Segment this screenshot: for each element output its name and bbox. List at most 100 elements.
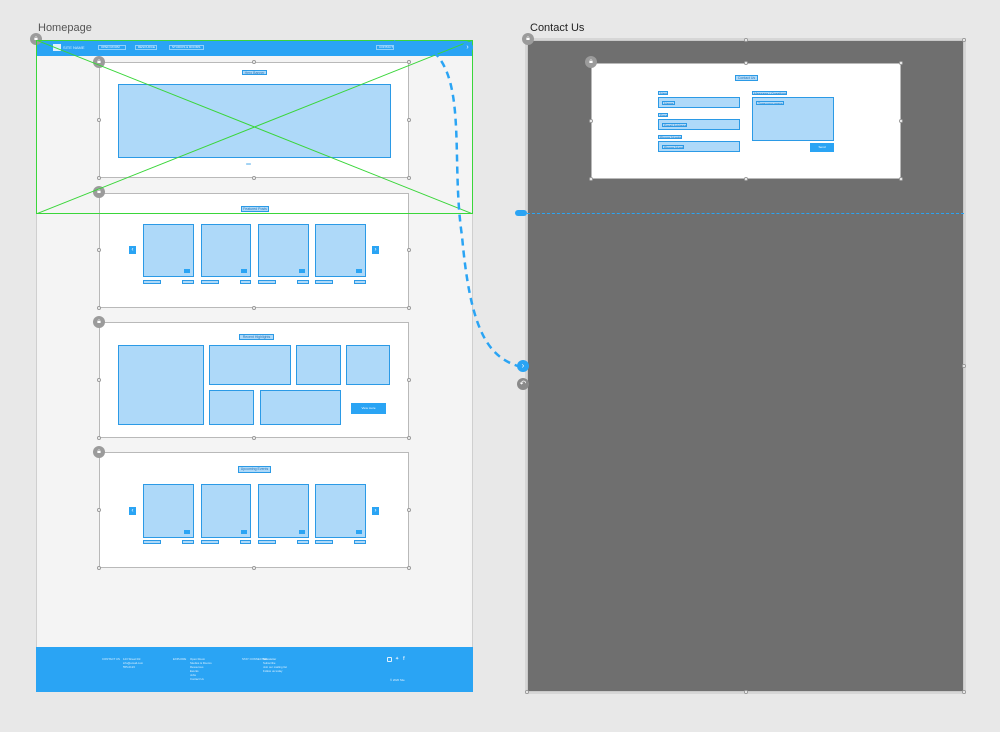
homepage-artboard-title[interactable]: Homepage	[38, 22, 92, 34]
nav-link-studios[interactable]: STUDIOS & ROOMS	[169, 45, 204, 50]
resize-handle[interactable]	[97, 118, 101, 122]
back-arrow-icon[interactable]: ↶	[517, 378, 529, 390]
hero-section[interactable]: Hero Banner •••••	[99, 62, 409, 178]
arrow-right-icon[interactable]: ›	[372, 246, 379, 254]
card-image-placeholder[interactable]	[143, 484, 194, 538]
card-image-placeholder[interactable]	[315, 484, 366, 538]
nav-link-contact[interactable]: CONTACT	[376, 45, 394, 50]
footer-link[interactable]: Jobs	[190, 673, 196, 677]
resize-handle[interactable]	[407, 566, 411, 570]
nav-link-resource[interactable]: RESOURCE	[135, 45, 157, 50]
resize-handle[interactable]	[252, 60, 256, 64]
grid-image-placeholder[interactable]	[209, 390, 254, 425]
resize-handle[interactable]	[407, 248, 411, 252]
resize-handle[interactable]	[407, 378, 411, 382]
resize-handle[interactable]	[899, 119, 903, 123]
card-image-placeholder[interactable]	[315, 224, 366, 277]
resize-handle[interactable]	[407, 176, 411, 180]
resize-handle[interactable]	[97, 566, 101, 570]
resize-handle[interactable]	[899, 61, 903, 65]
link-source-icon[interactable]: ›	[462, 42, 473, 53]
resize-handle[interactable]	[525, 690, 529, 694]
resize-handle[interactable]	[744, 61, 748, 65]
resize-handle[interactable]	[252, 436, 256, 440]
card-image-placeholder[interactable]	[201, 484, 251, 538]
view-more-button[interactable]: View more	[351, 403, 386, 414]
chevron-right-icon[interactable]: ›	[517, 360, 529, 372]
resize-handle[interactable]	[252, 566, 256, 570]
grid-image-placeholder[interactable]	[346, 345, 390, 385]
lock-icon[interactable]: 🔒︎	[93, 56, 105, 68]
arrow-left-icon[interactable]: ‹	[129, 507, 136, 515]
contact-artboard-title[interactable]: Contact Us	[530, 22, 585, 34]
card-image-placeholder[interactable]	[258, 484, 309, 538]
grid-image-placeholder[interactable]	[260, 390, 341, 425]
arrow-right-icon[interactable]: ›	[372, 507, 379, 515]
viewport-height-handle[interactable]	[515, 210, 527, 216]
footer-link[interactable]: Contact Us	[190, 677, 204, 681]
fixed-region-overlay[interactable]	[36, 40, 473, 214]
resize-handle[interactable]	[407, 60, 411, 64]
resize-handle[interactable]	[962, 690, 966, 694]
card-image-placeholder[interactable]	[143, 224, 194, 277]
resize-handle[interactable]	[962, 38, 966, 42]
footer-link[interactable]: Studios & Rooms	[190, 661, 212, 665]
resize-handle[interactable]	[407, 436, 411, 440]
resize-handle[interactable]	[97, 436, 101, 440]
resize-handle[interactable]	[407, 306, 411, 310]
lock-icon[interactable]: 🔒︎	[522, 33, 534, 45]
email-input[interactable]: Email Address	[658, 119, 740, 130]
resize-handle[interactable]	[899, 177, 903, 181]
footer-link[interactable]: Follow us today	[263, 669, 283, 673]
grid-image-placeholder[interactable]	[296, 345, 341, 385]
carousel-dots[interactable]: •••••	[246, 161, 251, 166]
lock-icon[interactable]: 🔒︎	[93, 316, 105, 328]
card-image-placeholder[interactable]	[258, 224, 309, 277]
lock-icon[interactable]: 🔒︎	[93, 446, 105, 458]
send-button[interactable]: Send	[810, 143, 834, 152]
events-section[interactable]: Upcoming Events ‹ ›	[99, 452, 409, 568]
footer-link[interactable]: Subscribe	[263, 661, 276, 665]
resize-handle[interactable]	[252, 176, 256, 180]
grid-image-placeholder[interactable]	[118, 345, 204, 425]
footer-link[interactable]: Join our mailing list	[263, 665, 287, 669]
instagram-icon[interactable]	[387, 657, 392, 662]
resize-handle[interactable]	[589, 177, 593, 181]
lock-icon[interactable]: 🔒︎	[93, 186, 105, 198]
twitter-icon[interactable]: ✦	[395, 656, 400, 662]
footer-link[interactable]: Open Room	[190, 657, 206, 661]
resize-handle[interactable]	[407, 508, 411, 512]
arrow-left-icon[interactable]: ‹	[129, 246, 136, 254]
resize-handle[interactable]	[97, 248, 101, 252]
footer-link[interactable]: info@email.com	[123, 661, 144, 665]
message-textarea[interactable]: Type your message	[752, 97, 834, 141]
footer-link[interactable]: Newsletter	[263, 657, 277, 661]
featured-section[interactable]: Featured Posts ‹ ›	[99, 193, 409, 308]
prototype-link-wire[interactable]	[390, 36, 530, 376]
resize-handle[interactable]	[252, 306, 256, 310]
resize-handle[interactable]	[407, 118, 411, 122]
nav-link-open-room[interactable]: OPEN ROOM	[98, 45, 126, 50]
field-label-phone: Phone Number	[658, 135, 682, 139]
grid-image-placeholder[interactable]	[209, 345, 291, 385]
logo-text[interactable]: SITE NAME	[63, 45, 85, 50]
resize-handle[interactable]	[97, 508, 101, 512]
resize-handle[interactable]	[97, 378, 101, 382]
facebook-icon[interactable]: f	[403, 656, 405, 662]
phone-input[interactable]: Phone Number	[658, 141, 740, 152]
resize-handle[interactable]	[744, 690, 748, 694]
contact-form-card[interactable]: Contact Us Name Name Email Email Address…	[591, 63, 901, 179]
footer-link[interactable]: Resources	[190, 665, 204, 669]
name-input[interactable]: Name	[658, 97, 740, 108]
resize-handle[interactable]	[744, 38, 748, 42]
resize-handle[interactable]	[589, 119, 593, 123]
resize-handle[interactable]	[97, 306, 101, 310]
lock-icon[interactable]: 🔒︎	[585, 56, 597, 68]
lock-icon[interactable]: 🔒︎	[30, 33, 42, 45]
resize-handle[interactable]	[97, 176, 101, 180]
resize-handle[interactable]	[744, 177, 748, 181]
highlights-section[interactable]: Recent Highlights View more	[99, 322, 409, 438]
footer-link[interactable]: Events	[190, 669, 199, 673]
card-image-placeholder[interactable]	[201, 224, 251, 277]
resize-handle[interactable]	[962, 364, 966, 368]
